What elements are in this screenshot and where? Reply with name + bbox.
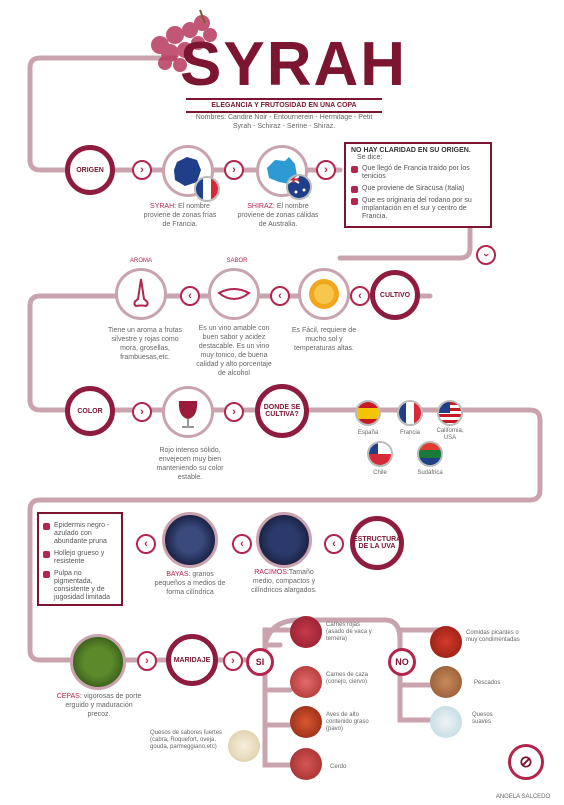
step-donde: DONDE SE CULTIVA? <box>255 384 309 438</box>
bullet-icon <box>351 186 358 193</box>
pairing-si-item: Aves de alto contenido graso (pavo) <box>326 712 369 732</box>
cheese-icon <box>228 730 260 762</box>
list-item: Que proviene de Siracusa (Italia) <box>351 185 485 193</box>
arrow-right-icon: › <box>132 402 152 422</box>
poultry-icon <box>290 706 322 738</box>
origin-box-title: NO HAY CLARIDAD EN SU ORIGEN. <box>351 147 471 154</box>
arrow-left-icon: ‹ <box>270 286 290 306</box>
arrow-right-icon: › <box>132 160 152 180</box>
page-title: SYRAH <box>180 30 408 99</box>
arrow-left-icon: ‹ <box>136 534 156 554</box>
step-maridaje-label: MARIDAJE <box>173 656 211 664</box>
fish-icon <box>430 666 462 698</box>
racimos-text: RACIMOS:Tamaño medio, compactos y cilínd… <box>251 569 317 594</box>
maridaje-si: SI <box>246 648 274 676</box>
chili-icon <box>430 626 462 658</box>
step-maridaje: MARIDAJE <box>166 634 218 686</box>
sun-icon <box>298 268 350 320</box>
france-flag-icon <box>397 400 423 426</box>
vineyard-icon <box>70 634 126 690</box>
list-item: Epidermis negro - azulado con abundante … <box>43 522 117 546</box>
bullet-icon <box>351 198 358 205</box>
pairing-no-item: Comidas picantes o muy condimentadas <box>466 630 520 643</box>
nose-icon <box>115 268 167 320</box>
step-color-label: COLOR <box>77 407 103 415</box>
pairing-si-item: Cerdo <box>330 764 347 770</box>
country-label: España <box>357 430 379 436</box>
mild-cheese-icon <box>430 706 462 738</box>
chile-flag-icon <box>367 441 393 467</box>
step-estructura: ESTRUCTURA DE LA UVA <box>350 516 404 570</box>
page-subtitle: ELEGANCIA Y FRUTOSIDAD EN UNA COPA <box>186 98 382 113</box>
sabor-word: SABOR <box>226 258 248 264</box>
france-flag-icon <box>194 176 220 202</box>
country-label: California, USA <box>436 428 464 441</box>
bullet-icon <box>43 523 50 530</box>
usa-flag-icon <box>437 400 463 426</box>
meat-icon <box>290 616 322 648</box>
step-cultivo-label: CULTIVO <box>379 291 411 299</box>
syrah-origin-text: SYRAH: El nombre proviene de zonas frías… <box>143 203 217 228</box>
pork-icon <box>290 748 322 780</box>
shiraz-origin-text: SHIRAZ: El nombre proviene de zonas cáli… <box>237 203 319 228</box>
aroma-word: AROMA <box>129 258 152 264</box>
racimo-icon <box>256 512 312 568</box>
country-label: Chile <box>373 470 387 476</box>
arrow-left-icon: ‹ <box>324 534 344 554</box>
maridaje-no: NO <box>388 648 416 676</box>
wine-glass-icon <box>162 386 214 438</box>
origin-box: NO HAY CLARIDAD EN SU ORIGEN. Se dice: Q… <box>344 142 492 228</box>
arrow-down-icon: › <box>476 245 496 265</box>
step-donde-label: DONDE SE CULTIVA? <box>263 404 301 418</box>
list-item: Que llegó de Francia traído por los teni… <box>351 165 485 181</box>
author-credit: ANGELA SALCEDO <box>495 794 551 800</box>
color-text: Rojo intenso sólido, envejecen muy bien … <box>156 447 224 481</box>
bullet-icon <box>351 166 358 173</box>
arrow-left-icon: ‹ <box>180 286 200 306</box>
pairing-no-item: Pescados <box>474 680 501 686</box>
arrow-left-icon: ‹ <box>350 286 370 306</box>
pairing-no-item: Quesos suaves <box>472 712 493 725</box>
step-origen: ORIGEN <box>65 145 115 195</box>
spain-flag-icon <box>355 400 381 426</box>
sol-text: Es Fácil, requiere de mucho sol y temper… <box>291 327 357 352</box>
arrow-right-icon: › <box>224 402 244 422</box>
bayas-icon <box>162 512 218 568</box>
mouth-icon <box>208 268 260 320</box>
game-meat-icon <box>290 666 322 698</box>
france-map-icon <box>162 145 214 197</box>
logo-icon: ⊘ <box>508 744 544 780</box>
southafrica-flag-icon <box>417 441 443 467</box>
step-cultivo: CULTIVO <box>370 270 420 320</box>
arrow-right-icon: › <box>224 160 244 180</box>
bayas-text: BAYAS: granos pequeños a medios de forma… <box>154 571 226 596</box>
aroma-text: Tiene un aroma a frutas silvestre y roja… <box>107 327 183 361</box>
cepas-text: CEPAS: vigorosas de porte erguido y madu… <box>56 693 142 718</box>
list-item: Hollejo grueso y resistente <box>43 550 117 566</box>
australia-flag-icon <box>286 174 312 200</box>
country-label: Sudáfrica <box>417 470 443 476</box>
list-item: Pulpa no pigmentada, consistente y de ju… <box>43 570 117 602</box>
arrow-right-icon: › <box>137 651 157 671</box>
grapes-illustration <box>151 9 217 72</box>
pairing-si-item: Carnes rojas (asado de vaca y ternera) <box>326 622 372 642</box>
list-item: Que es originaria del rodano por su impl… <box>351 197 485 221</box>
bullet-icon <box>43 571 50 578</box>
step-origen-label: ORIGEN <box>76 166 104 174</box>
pairing-si-item: Quesos de sabores fuertes (cabra, Roquef… <box>150 730 223 750</box>
country-label: Francia <box>399 430 420 436</box>
arrow-right-icon: › <box>223 651 243 671</box>
step-estructura-label: ESTRUCTURA DE LA UVA <box>353 536 402 550</box>
sabor-text: Es un vino amable con buen sabor y acide… <box>196 325 272 377</box>
grape-structure-box: Epidermis negro - azulado con abundante … <box>37 512 123 606</box>
arrow-right-icon: › <box>316 160 336 180</box>
origin-box-sub: Se dice: <box>357 154 383 161</box>
arrow-left-icon: ‹ <box>232 534 252 554</box>
pairing-si-item: Carnes de caza (conejo, ciervo) <box>326 672 369 685</box>
grape-names: Nombres: Candire Noir - Entournerein - H… <box>195 114 373 130</box>
step-color: COLOR <box>65 386 115 436</box>
bullet-icon <box>43 551 50 558</box>
